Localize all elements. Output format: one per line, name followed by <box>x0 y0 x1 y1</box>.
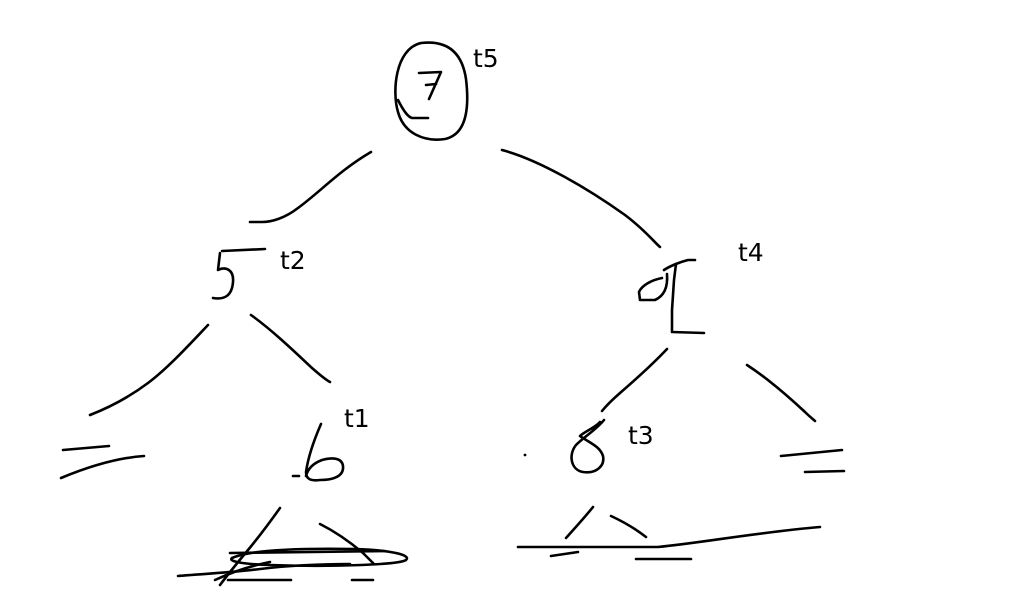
node-right: t4 <box>637 238 764 335</box>
right-step-label: t4 <box>738 238 764 267</box>
left-step-label: t2 <box>280 246 306 275</box>
left-digit-5 <box>211 247 267 300</box>
null-marker-left-left <box>59 444 146 480</box>
edge-left-right <box>249 313 332 384</box>
node-right-left: t3 <box>523 418 654 474</box>
node-left-right: t1 <box>291 404 370 482</box>
null-marker-right-right <box>779 448 846 474</box>
node-left: t2 <box>211 246 306 300</box>
right-digit-1 <box>637 258 706 335</box>
right-left-digit-8 <box>570 418 606 474</box>
root-circle <box>394 41 469 141</box>
edge-right-right <box>745 363 817 423</box>
edge-left-left <box>88 323 210 417</box>
edge-root-left <box>248 150 373 224</box>
null-markers-under-node-8 <box>516 505 822 561</box>
right-left-step-label: t3 <box>628 421 654 450</box>
root-digit-7 <box>396 70 443 120</box>
left-right-step-label: t1 <box>344 404 370 433</box>
edge-right-left <box>600 347 669 413</box>
node-root: t5 <box>394 41 499 141</box>
null-markers-under-node-6 <box>176 506 409 587</box>
left-right-digit-6 <box>291 422 345 482</box>
edge-root-right <box>500 148 662 249</box>
root-step-label: t5 <box>473 44 499 73</box>
stray-dot <box>523 453 527 457</box>
